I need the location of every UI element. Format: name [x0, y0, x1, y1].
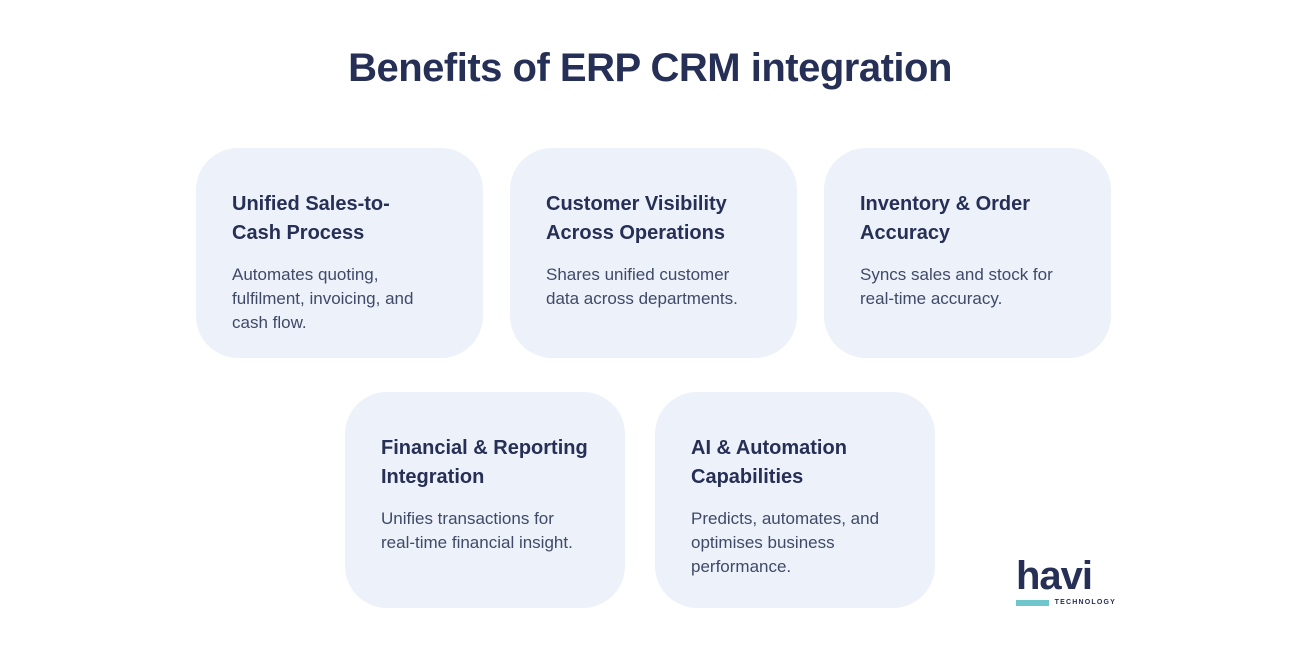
- logo-subrow: TECHNOLOGY: [1016, 599, 1116, 606]
- card-title: Inventory & Order Accuracy: [860, 193, 1031, 244]
- logo-accent-bar: [1016, 599, 1049, 606]
- card-title: AI & Automation Capabilities: [691, 437, 847, 488]
- cards-row-top: Unified Sales-to- Cash Process Automates…: [196, 148, 1111, 358]
- card-title: Financial & Reporting Integration: [381, 437, 588, 488]
- card-description: Syncs sales and stock for real-time accu…: [860, 265, 1053, 308]
- havi-technology-logo: havi TECHNOLOGY: [1016, 556, 1116, 606]
- logo-subtext: TECHNOLOGY: [1054, 599, 1116, 606]
- card-description: Automates quoting, fulfilment, invoicing…: [232, 265, 414, 332]
- card-title: Unified Sales-to- Cash Process: [232, 193, 390, 244]
- card-description: Unifies transactions for real-time finan…: [381, 509, 573, 552]
- card-description: Predicts, automates, and optimises busin…: [691, 509, 880, 576]
- benefit-card-ai-automation: AI & Automation Capabilities Predicts, a…: [655, 392, 935, 608]
- benefit-card-customer-visibility: Customer Visibility Across Operations Sh…: [510, 148, 797, 358]
- page-title: Benefits of ERP CRM integration: [348, 46, 952, 90]
- benefit-card-financial-reporting: Financial & Reporting Integration Unifie…: [345, 392, 625, 608]
- benefit-card-unified-sales: Unified Sales-to- Cash Process Automates…: [196, 148, 483, 358]
- card-description: Shares unified customer data across depa…: [546, 265, 738, 308]
- benefit-card-inventory-accuracy: Inventory & Order Accuracy Syncs sales a…: [824, 148, 1111, 358]
- card-title: Customer Visibility Across Operations: [546, 193, 727, 244]
- logo-wordmark: havi: [1016, 554, 1093, 598]
- cards-row-bottom: Financial & Reporting Integration Unifie…: [345, 392, 935, 608]
